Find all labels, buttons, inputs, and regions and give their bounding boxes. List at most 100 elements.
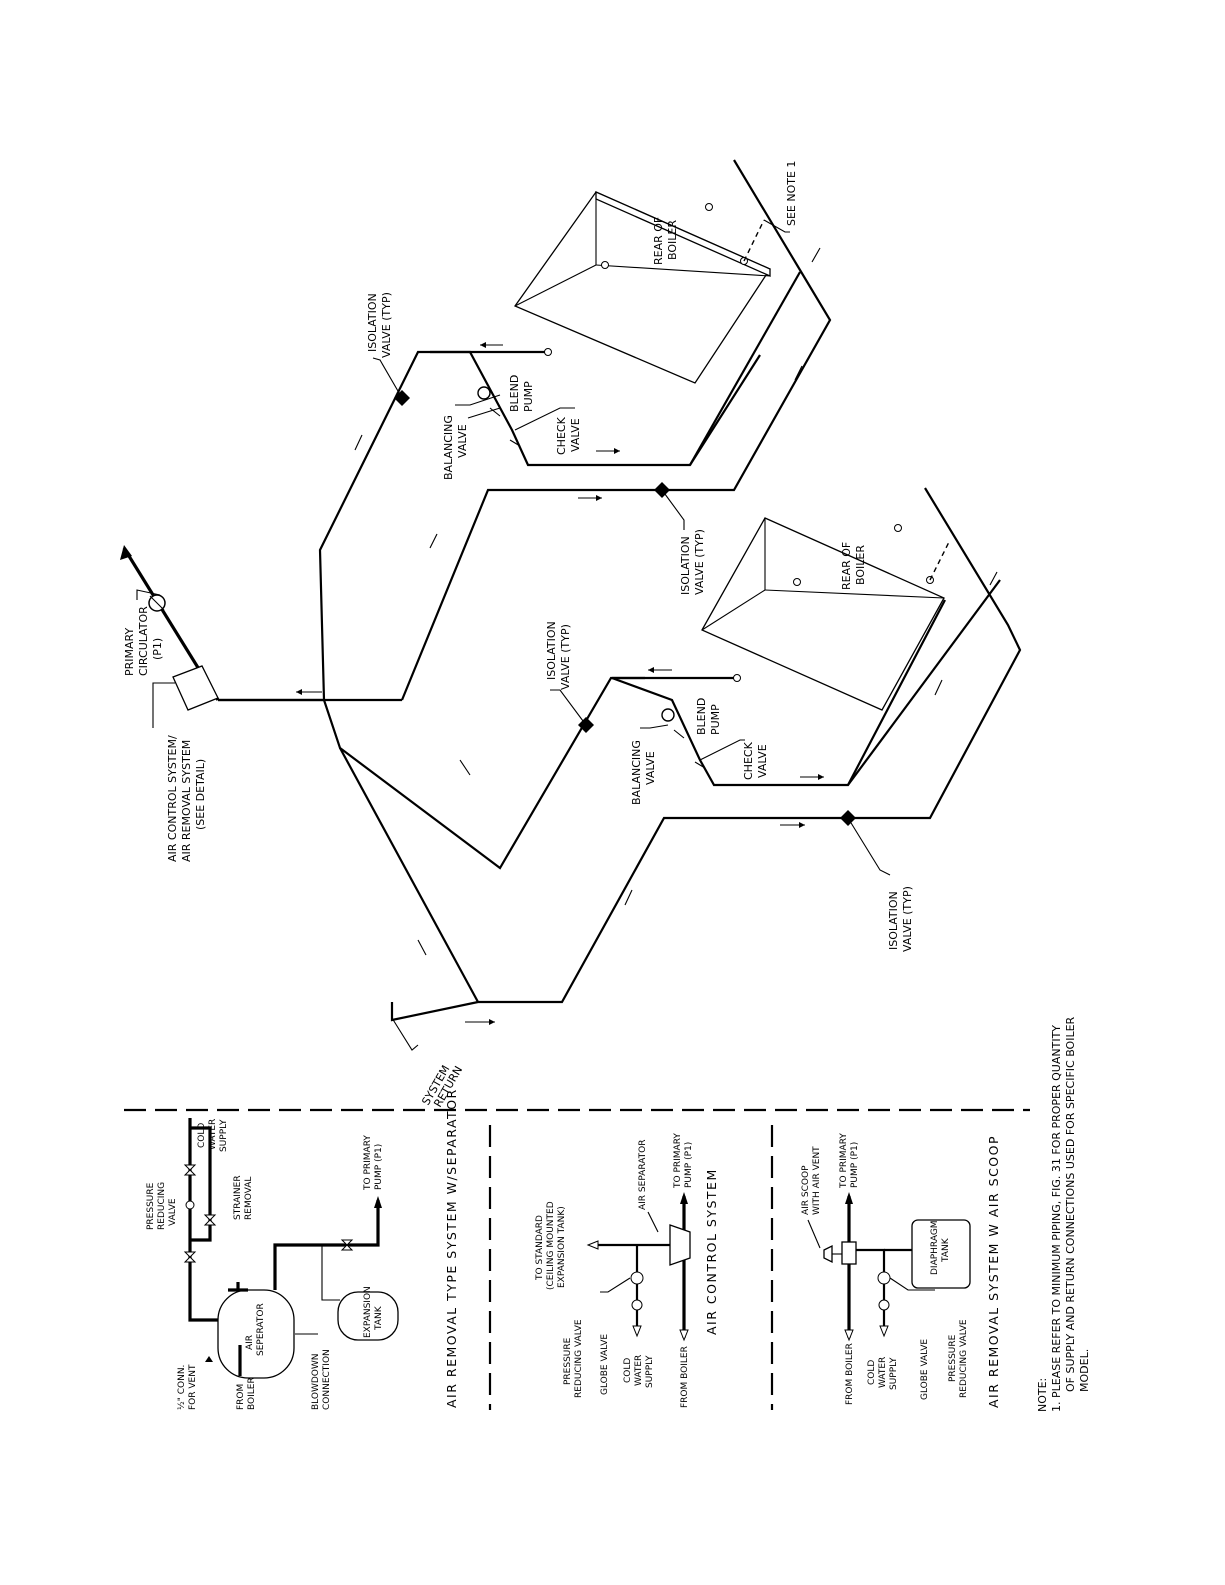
- svg-text:1. PLEASE REFER TO MINIMUM: 1. PLEASE REFER TO MINIMUM PIPING, FIG. …: [1050, 1025, 1063, 1412]
- svg-text:AIR REMOVAL SYSTEM: AIR REMOVAL SYSTEM: [180, 740, 193, 862]
- primary-circulator-line-1: PRIMARY: [123, 628, 136, 676]
- isolation-valve-2-line-2: VALVE (TYP): [693, 529, 706, 595]
- svg-text:VALVE: VALVE: [456, 424, 469, 458]
- scoop-cold-water-1: COLD: [867, 1360, 877, 1385]
- scoop-to-primary-2: PUMP (P1): [850, 1142, 860, 1188]
- svg-text:ISOLATION: ISOLATION: [679, 536, 692, 595]
- detail-control-title: AIR CONTROL SYSTEM: [704, 1168, 719, 1335]
- svg-text:EXPANSION: EXPANSION: [363, 1286, 373, 1338]
- ctl-to-standard-2: (CEILING MOUNTED: [546, 1201, 556, 1290]
- svg-text:WATER: WATER: [878, 1357, 888, 1388]
- svg-text:PRESSURE: PRESSURE: [563, 1337, 573, 1385]
- ctl-to-standard-1: TO STANDARD: [535, 1215, 545, 1281]
- sep-blowdown-1: BLOWDOWN: [311, 1354, 321, 1411]
- svg-text:EXPANSION TANK): EXPANSION TANK): [557, 1206, 567, 1288]
- svg-text:VALVE: VALVE: [569, 418, 582, 452]
- svg-text:AIR REMOVAL SYSTEM W AIR: AIR REMOVAL SYSTEM W AIR SCOOP: [986, 1135, 1001, 1408]
- sep-expansion-tank-2: TANK: [374, 1305, 384, 1331]
- svg-text:TO PRIMARY: TO PRIMARY: [363, 1135, 373, 1191]
- primary-circulator-line-3: (P1): [151, 638, 164, 660]
- svg-text:VALVE: VALVE: [644, 751, 657, 785]
- blend-pump-2-line-2: PUMP: [709, 704, 722, 735]
- ctl-to-standard-3: EXPANSION TANK): [557, 1206, 567, 1288]
- svg-text:BLEND: BLEND: [695, 698, 708, 735]
- check-valve-1-line-1: CHECK: [555, 416, 568, 455]
- svg-text:CONNECTION: CONNECTION: [322, 1349, 332, 1410]
- ctl-cold-water-3: SUPPLY: [645, 1355, 655, 1388]
- scoop-air-scoop-1: AIR SCOOP: [801, 1165, 811, 1215]
- rear-boiler-1-line-1: REAR OF: [652, 217, 665, 265]
- svg-text:REDUCING VALVE: REDUCING VALVE: [574, 1319, 584, 1398]
- sep-strainer-2: REMOVAL: [244, 1177, 254, 1220]
- check-valve-1-line-2: VALVE: [569, 418, 582, 452]
- label-isolation-valve-4: ISOLATION VALVE (TYP): [887, 886, 914, 952]
- scoop-air-scoop-2: WITH AIR VENT: [812, 1146, 822, 1215]
- scoop-pressure-reducing-1: PRESSURE: [948, 1334, 958, 1382]
- svg-text:½" CONN.: ½" CONN.: [177, 1365, 187, 1410]
- scoop-cold-water-2: WATER: [878, 1357, 888, 1388]
- note-line-1: 1. PLEASE REFER TO MINIMUM PIPING, FIG. …: [1050, 1025, 1063, 1412]
- svg-text:WITH AIR VENT: WITH AIR VENT: [812, 1146, 822, 1215]
- sep-pressure-reducing-1: PRESSURE: [146, 1182, 156, 1230]
- scoop-pressure-reducing-2: REDUCING VALVE: [959, 1319, 969, 1398]
- scoop-from-boiler: FROM BOILER: [845, 1343, 855, 1405]
- note-heading: NOTE:: [1036, 1378, 1049, 1412]
- blend-pump-1-line-1: BLEND: [508, 375, 521, 412]
- sep-blowdown-2: CONNECTION: [322, 1349, 332, 1410]
- svg-text:OF SUPPLY AND RETURN CONNE: OF SUPPLY AND RETURN CONNECTIONS USED FO…: [1064, 1016, 1077, 1392]
- ctl-cold-water-2: WATER: [634, 1355, 644, 1386]
- rear-boiler-2-line-2: BOILER: [854, 545, 867, 585]
- air-control-line-1: AIR CONTROL SYSTEM/: [166, 735, 179, 862]
- check-valve-2-line-1: CHECK: [742, 741, 755, 780]
- svg-text:BLEND: BLEND: [508, 375, 521, 412]
- svg-text:BLOWDOWN: BLOWDOWN: [311, 1354, 321, 1411]
- label-rear-of-boiler-2: REAR OF BOILER: [840, 542, 867, 590]
- detail-air-scoop: AIR SCOOP WITH AIR VENT TO PRIMARY PUMP …: [801, 1133, 1001, 1408]
- svg-text:TANK: TANK: [374, 1305, 384, 1331]
- svg-text:CHECK: CHECK: [555, 416, 568, 455]
- isolation-valve-4-line-2: VALVE (TYP): [901, 886, 914, 952]
- svg-text:CIRCULATOR: CIRCULATOR: [137, 606, 150, 676]
- svg-text:REDUCING VALVE: REDUCING VALVE: [959, 1319, 969, 1398]
- label-primary-circulator: PRIMARY CIRCULATOR (P1): [123, 606, 164, 676]
- svg-text:TO STANDARD: TO STANDARD: [535, 1215, 545, 1281]
- scoop-to-primary-1: TO PRIMARY: [839, 1133, 849, 1189]
- sep-half-inch-conn-2: FOR VENT: [188, 1364, 198, 1410]
- svg-text:TO PRIMARY: TO PRIMARY: [839, 1133, 849, 1189]
- sep-air-separator-1: AIR: [245, 1335, 255, 1350]
- sep-pressure-reducing-2: REDUCING: [157, 1182, 167, 1230]
- sep-cold-water-2: WATER: [208, 1119, 218, 1150]
- ctl-to-primary-2: PUMP (P1): [684, 1142, 694, 1188]
- svg-text:REMOVAL: REMOVAL: [244, 1177, 254, 1220]
- svg-text:VALVE (TYP): VALVE (TYP): [901, 886, 914, 952]
- flow-arrows: [296, 247, 998, 1025]
- boiler-lower: [701, 517, 951, 711]
- note-line-3: MODEL.: [1078, 1349, 1091, 1392]
- svg-text:FROM BOILER: FROM BOILER: [845, 1343, 855, 1405]
- scoop-diaphragm-2: TANK: [941, 1237, 951, 1263]
- svg-text:SEPERATOR: SEPERATOR: [256, 1303, 266, 1356]
- svg-text:REAR OF: REAR OF: [840, 542, 853, 590]
- svg-text:ISOLATION: ISOLATION: [366, 293, 379, 352]
- detail-scoop-title: AIR REMOVAL SYSTEM W AIR SCOOP: [986, 1135, 1001, 1408]
- ctl-globe-valve: GLOBE VALVE: [600, 1334, 610, 1395]
- svg-text:COLD: COLD: [867, 1360, 877, 1385]
- blend-pump-2-line-1: BLEND: [695, 698, 708, 735]
- svg-text:REAR OF: REAR OF: [652, 217, 665, 265]
- label-balancing-valve-1: BALANCING VALVE: [442, 415, 469, 480]
- svg-text:SUPPLY: SUPPLY: [889, 1357, 899, 1390]
- svg-text:GLOBE VALVE: GLOBE VALVE: [600, 1334, 610, 1395]
- label-check-valve-2: CHECK VALVE: [742, 741, 769, 780]
- label-isolation-valve-2: ISOLATION VALVE (TYP): [679, 529, 706, 595]
- isolation-valve-1-line-2: VALVE (TYP): [380, 292, 393, 358]
- detail-separator-title: AIR REMOVAL TYPE SYSTEM W/SEPARATOR: [444, 1088, 459, 1408]
- svg-text:WATER: WATER: [208, 1119, 218, 1150]
- isolation-valve-2-line-1: ISOLATION: [679, 536, 692, 595]
- svg-text:AIR REMOVAL TYPE SYSTEM W/: AIR REMOVAL TYPE SYSTEM W/SEPARATOR: [444, 1088, 459, 1408]
- sep-to-primary-2: PUMP (P1): [374, 1144, 384, 1190]
- svg-text:BOILER: BOILER: [247, 1377, 257, 1410]
- svg-text:ISOLATION: ISOLATION: [887, 891, 900, 950]
- main-piping: [120, 159, 1022, 1051]
- isolation-valve-4-line-1: ISOLATION: [887, 891, 900, 950]
